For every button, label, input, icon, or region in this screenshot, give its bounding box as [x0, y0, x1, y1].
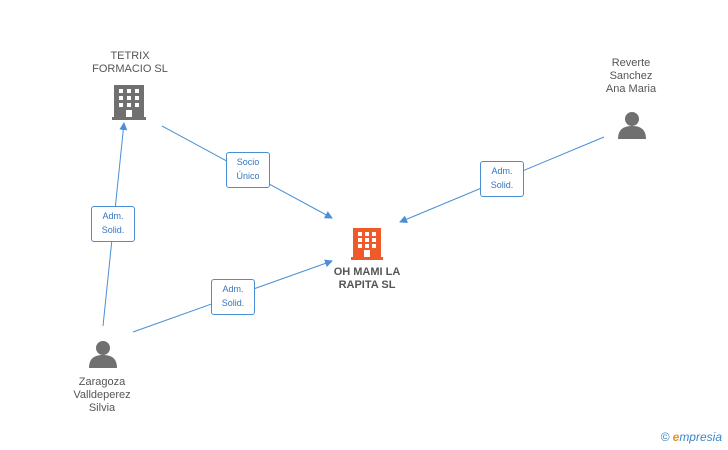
edge-label-line: Solid. [490, 180, 514, 190]
node-label-tetrix[interactable]: TETRIX FORMACIO SL [80, 50, 180, 76]
edge-label-adm-solid-tetrix[interactable]: Adm. Solid. [91, 206, 135, 242]
node-label-line: Sanchez [609, 70, 653, 82]
edge-label-line: Adm. [222, 284, 244, 294]
building-icon [351, 228, 383, 260]
edge-label-line: Adm. [491, 166, 513, 176]
node-label-reverte[interactable]: Reverte Sanchez Ana Maria [586, 57, 676, 96]
node-label-line: Ana Maria [605, 83, 657, 95]
node-label-line: RAPITA SL [338, 279, 396, 291]
edge-label-line: Único [236, 171, 260, 181]
edge-label-adm-solid-main[interactable]: Adm. Solid. [211, 279, 255, 315]
node-label-main[interactable]: OH MAMI LA RAPITA SL [317, 266, 417, 292]
person-icon [89, 341, 117, 368]
edge-label-line: Solid. [221, 298, 245, 308]
node-label-line: FORMACIO SL [92, 63, 168, 75]
edge-label-line: Socio [236, 157, 260, 167]
brand-logo: ©empresia [661, 430, 722, 444]
node-label-line: Silvia [88, 402, 116, 414]
node-label-line: Zaragoza [78, 376, 126, 388]
node-label-line: OH MAMI LA [333, 266, 401, 278]
person-icon [618, 112, 646, 139]
node-label-line: Reverte [611, 57, 651, 69]
edge-label-line: Adm. [102, 211, 124, 221]
brand-initial: e [672, 430, 680, 444]
edge-label-socio-unico[interactable]: Socio Único [226, 152, 270, 188]
building-icon [112, 85, 146, 120]
edge-label-adm-solid-reverte[interactable]: Adm. Solid. [480, 161, 524, 197]
node-label-line: TETRIX [110, 50, 150, 62]
node-label-zaragoza[interactable]: Zaragoza Valldeperez Silvia [52, 376, 152, 415]
edge-label-line: Solid. [101, 225, 125, 235]
brand-name: mpresia [679, 430, 722, 444]
copyright-icon: © [660, 430, 670, 444]
node-label-line: Valldeperez [73, 389, 131, 401]
